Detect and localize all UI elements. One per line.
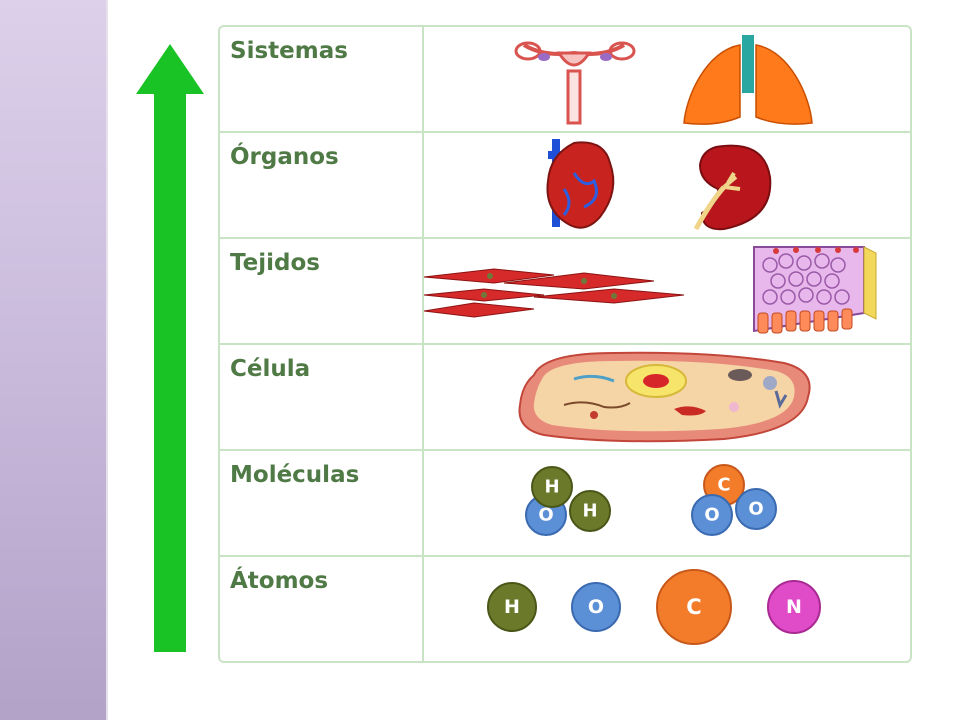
cell-icon <box>518 351 811 443</box>
atom-label: N <box>786 596 802 618</box>
row-sistemas: Sistemas <box>220 27 910 133</box>
tissues-illustration <box>424 246 877 334</box>
molecules-illustration: O H H C O O <box>525 464 777 536</box>
organization-levels-table: Sistemas Órganos <box>218 25 912 663</box>
reproductive-system-icon <box>514 41 636 125</box>
row-celula: Célula <box>220 345 910 451</box>
row-organos: Órganos <box>220 133 910 239</box>
carbon-dioxide-molecule-icon: C O O <box>691 464 777 536</box>
atom-label: O <box>588 596 604 618</box>
carbon-atom-icon: C <box>656 569 732 645</box>
heart-icon <box>546 139 615 229</box>
level-label: Átomos <box>230 568 329 594</box>
level-label: Moléculas <box>230 462 360 488</box>
water-molecule-icon: O H H <box>525 466 611 536</box>
row-tejidos: Tejidos <box>220 239 910 345</box>
level-label: Célula <box>230 356 311 382</box>
organs-illustration <box>546 139 772 231</box>
kidney-icon <box>693 144 772 231</box>
molecule-atom-label: O <box>538 505 553 526</box>
atom-label: H <box>504 596 520 618</box>
atom-label: C <box>686 595 701 619</box>
hydrogen-atom-icon: H <box>487 582 537 632</box>
nitrogen-atom-icon: N <box>767 580 821 634</box>
cell-illustration <box>518 351 811 443</box>
atoms-illustration: H O C N <box>487 569 821 645</box>
epithelial-tissue-icon <box>753 246 877 334</box>
row-moleculas: Moléculas O H H C O O <box>220 451 910 557</box>
side-band <box>0 0 108 720</box>
molecule-atom-label: H <box>582 501 597 522</box>
muscle-tissue-icon <box>424 268 685 318</box>
level-label: Sistemas <box>230 38 348 64</box>
systems-illustration <box>514 35 813 125</box>
molecule-atom-label: O <box>704 505 719 526</box>
molecule-atom-label: C <box>717 475 730 496</box>
lungs-icon <box>683 35 813 125</box>
molecule-atom-label: O <box>748 499 763 520</box>
level-label: Órganos <box>230 144 339 170</box>
molecule-atom-label: H <box>544 477 559 498</box>
oxygen-atom-icon: O <box>571 582 621 632</box>
level-label: Tejidos <box>230 250 320 276</box>
row-atomos: Átomos H O C N <box>220 557 910 663</box>
up-arrow-icon <box>136 44 204 652</box>
